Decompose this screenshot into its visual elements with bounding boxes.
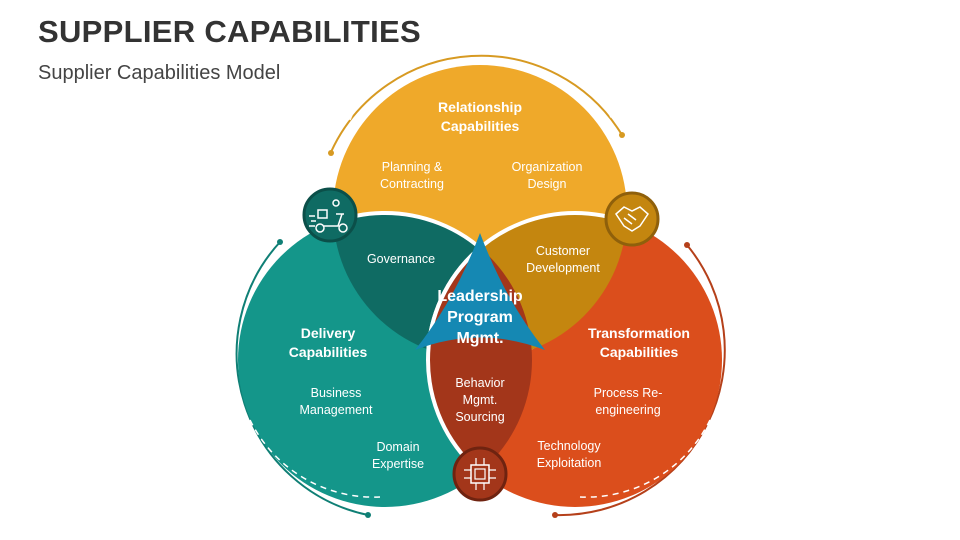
chip-icon [452,446,508,502]
center-leadership-shape [415,233,545,350]
handshake-icon [604,191,660,247]
delivery-scooter-icon [302,187,358,243]
delivery-outer-arc [235,241,369,516]
slide-subtitle: Supplier Capabilities Model [38,62,281,84]
relationship-outer-arc [330,54,623,153]
transformation-item: Process Re-engineering [594,386,663,417]
slide-title: SUPPLIER CAPABILITIES [38,14,421,49]
governance-label: Governance [367,252,435,266]
relationship-item: Planning &Contracting [380,160,444,191]
